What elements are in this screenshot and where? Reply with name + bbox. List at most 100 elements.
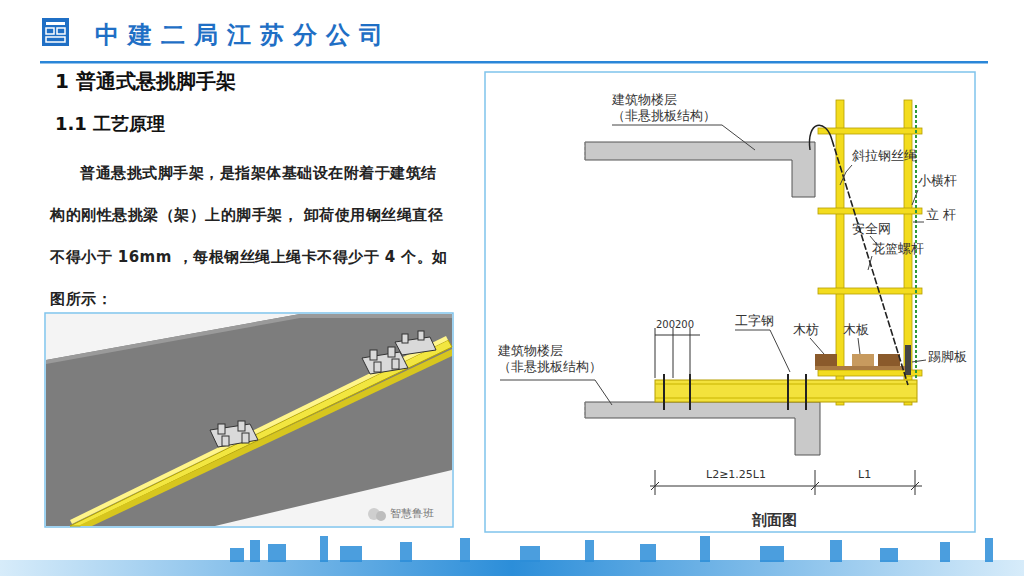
- drawing-part: [612, 125, 755, 150]
- drawing-part: [402, 334, 408, 343]
- drawing-part: [809, 125, 832, 150]
- drawing-part: [400, 542, 412, 562]
- drawing-part: [810, 338, 824, 354]
- drawing-part: [395, 337, 436, 355]
- drawing-part: [45, 313, 453, 527]
- drawing-part: [700, 536, 710, 562]
- drawing-part: [340, 546, 362, 562]
- skyline-band: [0, 536, 1024, 576]
- drawing-part: [585, 402, 586, 418]
- drawing-part: [230, 548, 244, 562]
- figure-frame: [485, 72, 975, 532]
- drawing-part: [650, 486, 922, 487]
- drawing-part: [392, 359, 399, 369]
- drawing-part: [70, 340, 452, 526]
- drawing-part: [78, 349, 452, 526]
- drawing-part: [805, 374, 807, 410]
- drawing-part: [238, 421, 245, 431]
- drawing-part: [362, 352, 408, 374]
- drawing-part: [818, 288, 922, 294]
- dimension: 200: [675, 319, 694, 332]
- drawing-part: [655, 398, 917, 399]
- drawing-part: [815, 470, 816, 495]
- drawing-part: [836, 100, 844, 405]
- drawing-part: [651, 482, 659, 490]
- company-name: 中建二局江苏分公司: [95, 19, 392, 51]
- drawing-part: [655, 328, 656, 378]
- drawing-part: [376, 511, 386, 521]
- drawing-part: [840, 165, 852, 185]
- drawing-part: [655, 335, 700, 336]
- drawing-part: [42, 18, 69, 46]
- drawing-part: [830, 540, 842, 562]
- drawing-part: [818, 208, 922, 214]
- figure-caption: 剖面图: [752, 511, 797, 530]
- dimension: L2≥1.25L1: [706, 468, 766, 482]
- drawing-part: [911, 482, 919, 490]
- drawing-part: [520, 546, 540, 562]
- drawing-part: [663, 374, 665, 410]
- drawing-part: [655, 470, 656, 495]
- drawing-part: [268, 544, 286, 562]
- drawing-part: [915, 470, 916, 495]
- drawing-part: [655, 328, 700, 378]
- drawing-part: [46, 314, 452, 364]
- drawing-part: [500, 380, 612, 405]
- drawing-part: [374, 362, 381, 372]
- watermark: 智慧鲁班: [390, 507, 434, 521]
- drawing-part: [913, 222, 924, 223]
- drawing-part: [664, 374, 806, 410]
- drawing-part: [46, 314, 452, 526]
- drawing-part: [585, 142, 586, 160]
- drawing-part: [70, 336, 448, 524]
- drawing-part: [640, 544, 656, 562]
- drawing-part: [388, 347, 395, 357]
- drawing-part: [585, 402, 820, 455]
- drawing-part: [650, 470, 922, 495]
- beam-illustration: [45, 313, 453, 527]
- part-label: 斜拉钢丝绳: [852, 148, 917, 164]
- dimension: L1: [858, 468, 871, 482]
- drawing-part: [985, 538, 993, 562]
- drawing-part: [815, 366, 905, 370]
- drawing-part: [218, 424, 225, 434]
- drawing-part: [242, 433, 249, 443]
- drawing-part: [46, 37, 65, 42]
- drawing-part: [690, 328, 691, 378]
- part-label: 立 杆: [926, 207, 956, 223]
- drawing-part: [868, 256, 872, 270]
- drawing-part: [912, 360, 926, 362]
- drawing-part: [689, 374, 691, 410]
- slide-title: 1 普通式悬挑脚手架: [55, 68, 236, 95]
- header-rule: [40, 61, 988, 64]
- part-label: 安全网: [852, 221, 891, 237]
- part-label: 工字钢: [735, 313, 774, 329]
- section-heading: 1.1 工艺原理: [55, 112, 165, 136]
- drawing-part: [222, 436, 229, 446]
- drawing-part: [370, 350, 377, 360]
- drawing-part: [57, 28, 65, 34]
- drawing-part: [811, 482, 819, 490]
- dimension: 200: [656, 319, 675, 332]
- drawing-part: [230, 536, 993, 562]
- drawing-part: [940, 542, 950, 562]
- company-logo: [42, 18, 69, 46]
- drawing-part: [912, 190, 918, 205]
- part-label: 花篮螺杆: [872, 241, 924, 257]
- drawing-part: [787, 374, 789, 410]
- drawing-part: [655, 380, 917, 402]
- drawing-part: [655, 384, 917, 385]
- drawing-part: [858, 338, 860, 354]
- drawing-part: [210, 424, 258, 447]
- drawing-part: [880, 548, 898, 562]
- drawing-part: [673, 328, 674, 378]
- drawing-part: [585, 142, 815, 197]
- drawing-part: [585, 540, 594, 562]
- part-label: 建筑物楼层 （非悬挑板结构）: [498, 343, 615, 376]
- part-label: 小横杆: [918, 173, 957, 189]
- drawing-part: [460, 538, 470, 562]
- drawing-part: [46, 314, 452, 526]
- part-label: 木枋: [793, 322, 819, 338]
- body-text: 普通悬挑式脚手架，是指架体基础设在附着于建筑结构的刚性悬挑梁（架）上的脚手架， …: [50, 152, 450, 320]
- drawing-part: [210, 331, 436, 447]
